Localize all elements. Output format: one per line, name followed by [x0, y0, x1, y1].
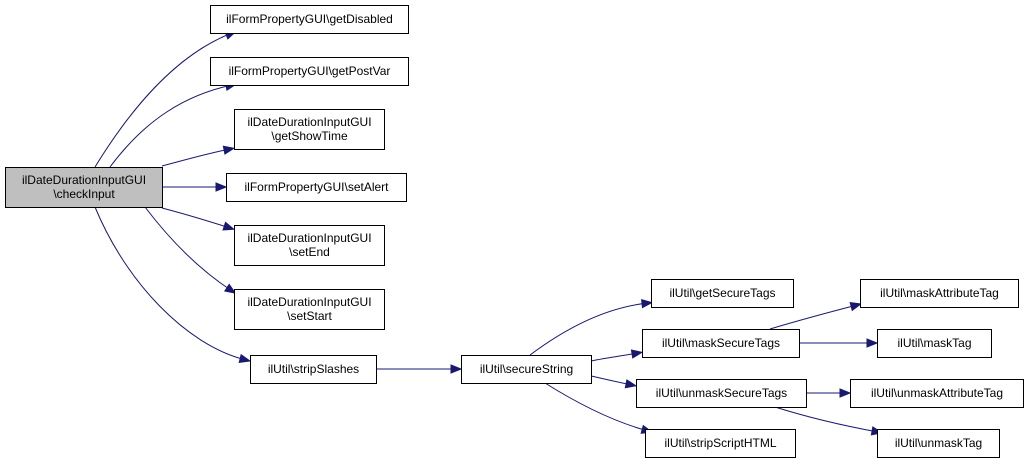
edge-line — [94, 32, 233, 168]
edge-checkInput-to-setEnd — [161, 207, 236, 231]
node-getDisabled[interactable]: ilFormPropertyGUI\getDisabled — [210, 5, 409, 34]
arrowhead-icon — [450, 364, 463, 374]
edge-line — [144, 206, 233, 292]
node-label: ilUtil\unmaskTag — [895, 436, 982, 450]
edge-line — [161, 148, 231, 167]
edge-checkInput-to-setStart — [144, 206, 237, 294]
node-maskAttributeTag[interactable]: ilUtil\maskAttributeTag — [860, 279, 1019, 308]
edge-stripSlashes-to-secureString — [376, 364, 463, 374]
node-label: ilUtil\unmaskSecureTags — [656, 386, 787, 400]
edge-line — [544, 382, 649, 432]
edge-secureString-to-unmaskSecureTags — [590, 375, 638, 389]
edge-line — [769, 304, 858, 330]
node-label: \checkInput — [53, 187, 115, 201]
node-checkInput[interactable]: ilDateDurationInputGUI\checkInput — [5, 167, 163, 208]
node-unmaskTag[interactable]: ilUtil\unmaskTag — [877, 429, 1000, 458]
node-label: ilUtil\maskTag — [897, 336, 971, 350]
edge-line — [109, 84, 233, 168]
arrowhead-icon — [223, 283, 237, 294]
arrowhead-icon — [215, 182, 228, 192]
node-box — [860, 279, 1019, 308]
node-getShowTime[interactable]: ilDateDurationInputGUI\getShowTime — [234, 109, 385, 150]
node-label: ilUtil\stripSlashes — [268, 362, 359, 376]
node-box — [226, 173, 407, 202]
node-box — [210, 57, 409, 86]
edge-maskSecureTags-to-maskTag — [799, 338, 879, 348]
arrowhead-icon — [238, 353, 252, 364]
edge-line — [590, 352, 639, 362]
edge-checkInput-to-getDisabled — [94, 30, 237, 168]
node-label: ilFormPropertyGUI\getPostVar — [229, 64, 391, 78]
node-box — [877, 329, 992, 358]
edge-line — [529, 302, 649, 356]
node-label: ilDateDurationInputGUI — [247, 295, 371, 309]
node-getSecureTags[interactable]: ilUtil\getSecureTags — [651, 279, 794, 308]
node-box — [642, 329, 800, 358]
node-stripScriptHTML[interactable]: ilUtil\stripScriptHTML — [645, 429, 796, 458]
node-label: ilUtil\maskSecureTags — [662, 336, 780, 350]
node-box — [636, 379, 807, 408]
node-box — [250, 355, 377, 384]
node-secureString[interactable]: ilUtil\secureString — [461, 355, 592, 384]
node-box — [877, 429, 1000, 458]
node-label: \getShowTime — [271, 129, 348, 143]
edge-maskSecureTags-to-maskAttributeTag — [769, 302, 863, 330]
edge-secureString-to-getSecureTags — [529, 298, 654, 356]
node-setStart[interactable]: ilDateDurationInputGUI\setStart — [234, 289, 385, 330]
node-box — [234, 109, 385, 150]
edge-checkInput-to-getShowTime — [161, 145, 236, 167]
node-maskSecureTags[interactable]: ilUtil\maskSecureTags — [642, 329, 800, 358]
node-box — [461, 355, 592, 384]
edge-checkInput-to-getPostVar — [109, 81, 238, 168]
edge-secureString-to-maskSecureTags — [590, 349, 644, 362]
edge-line — [161, 207, 231, 229]
node-box — [210, 5, 409, 34]
node-label: ilUtil\unmaskAttributeTag — [871, 386, 1003, 400]
node-unmaskAttributeTag[interactable]: ilUtil\unmaskAttributeTag — [850, 379, 1024, 408]
node-getPostVar[interactable]: ilFormPropertyGUI\getPostVar — [210, 57, 409, 86]
node-box — [645, 429, 796, 458]
node-label: ilUtil\maskAttributeTag — [880, 286, 999, 300]
arrowhead-icon — [641, 298, 654, 309]
node-label: ilUtil\getSecureTags — [669, 286, 775, 300]
node-setAlert[interactable]: ilFormPropertyGUI\setAlert — [226, 173, 407, 202]
node-label: ilUtil\secureString — [480, 362, 573, 376]
node-box — [5, 167, 163, 208]
node-label: ilFormPropertyGUI\getDisabled — [226, 12, 393, 26]
node-label: ilFormPropertyGUI\setAlert — [244, 180, 389, 194]
arrowhead-icon — [839, 388, 852, 398]
node-maskTag[interactable]: ilUtil\maskTag — [877, 329, 992, 358]
arrowhead-icon — [866, 338, 879, 348]
node-label: ilDateDurationInputGUI — [247, 115, 371, 129]
node-box — [651, 279, 794, 308]
arrowhead-icon — [630, 349, 644, 359]
node-label: ilDateDurationInputGUI — [247, 231, 371, 245]
node-label: ilUtil\stripScriptHTML — [664, 436, 776, 450]
node-stripSlashes[interactable]: ilUtil\stripSlashes — [250, 355, 377, 384]
node-unmaskSecureTags[interactable]: ilUtil\unmaskSecureTags — [636, 379, 807, 408]
node-setEnd[interactable]: ilDateDurationInputGUI\setEnd — [234, 225, 385, 266]
node-label: \setEnd — [289, 245, 330, 259]
node-box — [850, 379, 1024, 408]
edge-line — [774, 406, 879, 433]
arrowhead-icon — [624, 379, 638, 389]
node-label: \setStart — [287, 309, 332, 323]
edge-unmaskSecureTags-to-unmaskAttributeTag — [806, 388, 852, 398]
arrowhead-icon — [222, 145, 236, 155]
arrowhead-icon — [849, 302, 863, 312]
edge-checkInput-to-setAlert — [161, 182, 228, 192]
edge-checkInput-to-stripSlashes — [94, 206, 252, 364]
node-box — [234, 289, 385, 330]
node-box — [234, 225, 385, 266]
edge-secureString-to-stripScriptHTML — [544, 382, 654, 434]
edge-line — [94, 206, 247, 361]
arrowhead-icon — [222, 221, 236, 231]
node-label: ilDateDurationInputGUI — [22, 173, 146, 187]
